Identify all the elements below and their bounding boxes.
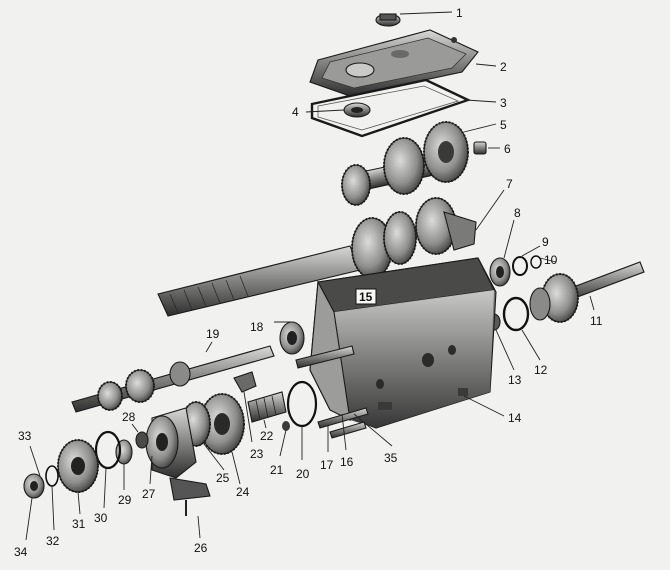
callout-32: 32 <box>46 534 60 548</box>
callout-30: 30 <box>94 511 108 525</box>
countershaft-plug <box>473 141 487 155</box>
leader-34 <box>25 497 33 541</box>
leader-27 <box>149 455 153 485</box>
leader-31 <box>77 491 81 515</box>
callout-27: 27 <box>142 487 156 501</box>
callout-31: 31 <box>72 517 86 531</box>
leader-10 <box>539 257 557 263</box>
leader-33 <box>29 445 41 477</box>
leader-30 <box>103 467 107 509</box>
callout-3: 3 <box>500 96 507 110</box>
splined-sleeve-22 <box>247 391 287 423</box>
callout-10: 10 <box>544 253 558 267</box>
callout-22: 22 <box>260 429 274 443</box>
shift-rail-shaft <box>295 345 355 369</box>
callout-17: 17 <box>320 458 334 472</box>
washer-28 <box>135 431 149 449</box>
leader-13 <box>495 329 515 371</box>
callout-16: 16 <box>340 455 354 469</box>
leader-28 <box>131 423 139 433</box>
leader-23 <box>243 391 253 443</box>
leader-12 <box>521 329 541 361</box>
small-washer-21 <box>282 421 290 431</box>
leader-32 <box>51 485 55 531</box>
cover-gasket <box>310 78 472 138</box>
circlip-10 <box>530 255 542 269</box>
callout-9: 9 <box>542 235 549 249</box>
leader-21 <box>279 429 287 457</box>
leader-35 <box>353 413 393 447</box>
shim-32 <box>45 465 59 487</box>
leader-2 <box>475 63 497 67</box>
callout-18: 18 <box>250 320 264 334</box>
callout-14: 14 <box>508 411 522 425</box>
input-shaft <box>529 261 645 323</box>
bearing-8 <box>489 257 511 287</box>
leader-19 <box>205 341 213 353</box>
leader-22 <box>263 419 267 429</box>
leader-11 <box>589 295 595 311</box>
callout-7: 7 <box>506 177 513 191</box>
seal-34 <box>23 473 45 499</box>
callout-8: 8 <box>514 206 521 220</box>
callout-34: 34 <box>14 545 28 559</box>
callout-15-box: 15 <box>355 288 377 305</box>
mounting-bracket-26 <box>169 477 211 516</box>
leader-24 <box>231 451 241 485</box>
leader-7 <box>475 189 505 231</box>
callout-28: 28 <box>122 410 136 424</box>
callout-6: 6 <box>504 142 511 156</box>
callout-15: 15 <box>359 290 373 304</box>
bearing-18 <box>279 321 305 355</box>
gear-31 <box>57 439 99 493</box>
callout-35: 35 <box>384 451 398 465</box>
leader-25 <box>203 443 225 471</box>
callout-25: 25 <box>216 471 230 485</box>
callout-29: 29 <box>118 493 132 507</box>
callout-1: 1 <box>456 6 463 20</box>
leader-5 <box>463 123 497 133</box>
leader-26 <box>197 515 201 539</box>
output-shaft <box>71 345 275 413</box>
callout-21: 21 <box>270 463 284 477</box>
callout-4: 4 <box>292 105 299 119</box>
leader-1 <box>399 11 453 15</box>
callout-2: 2 <box>500 60 507 74</box>
callout-19: 19 <box>206 327 220 341</box>
callout-13: 13 <box>508 373 522 387</box>
callout-33: 33 <box>18 429 32 443</box>
retainer-ring-12 <box>502 296 530 332</box>
shift-fork-23 <box>233 371 257 393</box>
filler-plug <box>375 13 401 27</box>
leader-4 <box>305 109 345 113</box>
snap-ring-9 <box>512 256 528 276</box>
callout-labels: 1 2 3 4 5 6 7 8 9 10 11 12 13 14 15 16 1… <box>14 6 603 559</box>
leader-3 <box>465 99 497 103</box>
leader-16 <box>341 413 347 451</box>
callout-23: 23 <box>250 447 264 461</box>
callout-20: 20 <box>296 467 310 481</box>
ring-30 <box>94 430 122 470</box>
callout-26: 26 <box>194 541 208 555</box>
gasket-seal-ring <box>343 102 371 118</box>
leader-lines <box>25 11 595 541</box>
leader-9 <box>521 245 541 257</box>
oil-pan-cover <box>309 29 479 97</box>
callout-11: 11 <box>590 314 603 328</box>
gearbox-housing <box>309 257 497 429</box>
callout-5: 5 <box>500 118 507 132</box>
countershaft-gear-cluster <box>341 121 469 206</box>
leader-14 <box>463 395 505 417</box>
gasket-20 <box>286 380 318 428</box>
mainshaft-assembly <box>157 197 477 317</box>
leader-8 <box>503 219 515 259</box>
callout-12: 12 <box>534 363 548 377</box>
rear-housing-27 <box>145 407 197 479</box>
selector-rods <box>317 407 369 439</box>
callout-24: 24 <box>236 485 250 499</box>
